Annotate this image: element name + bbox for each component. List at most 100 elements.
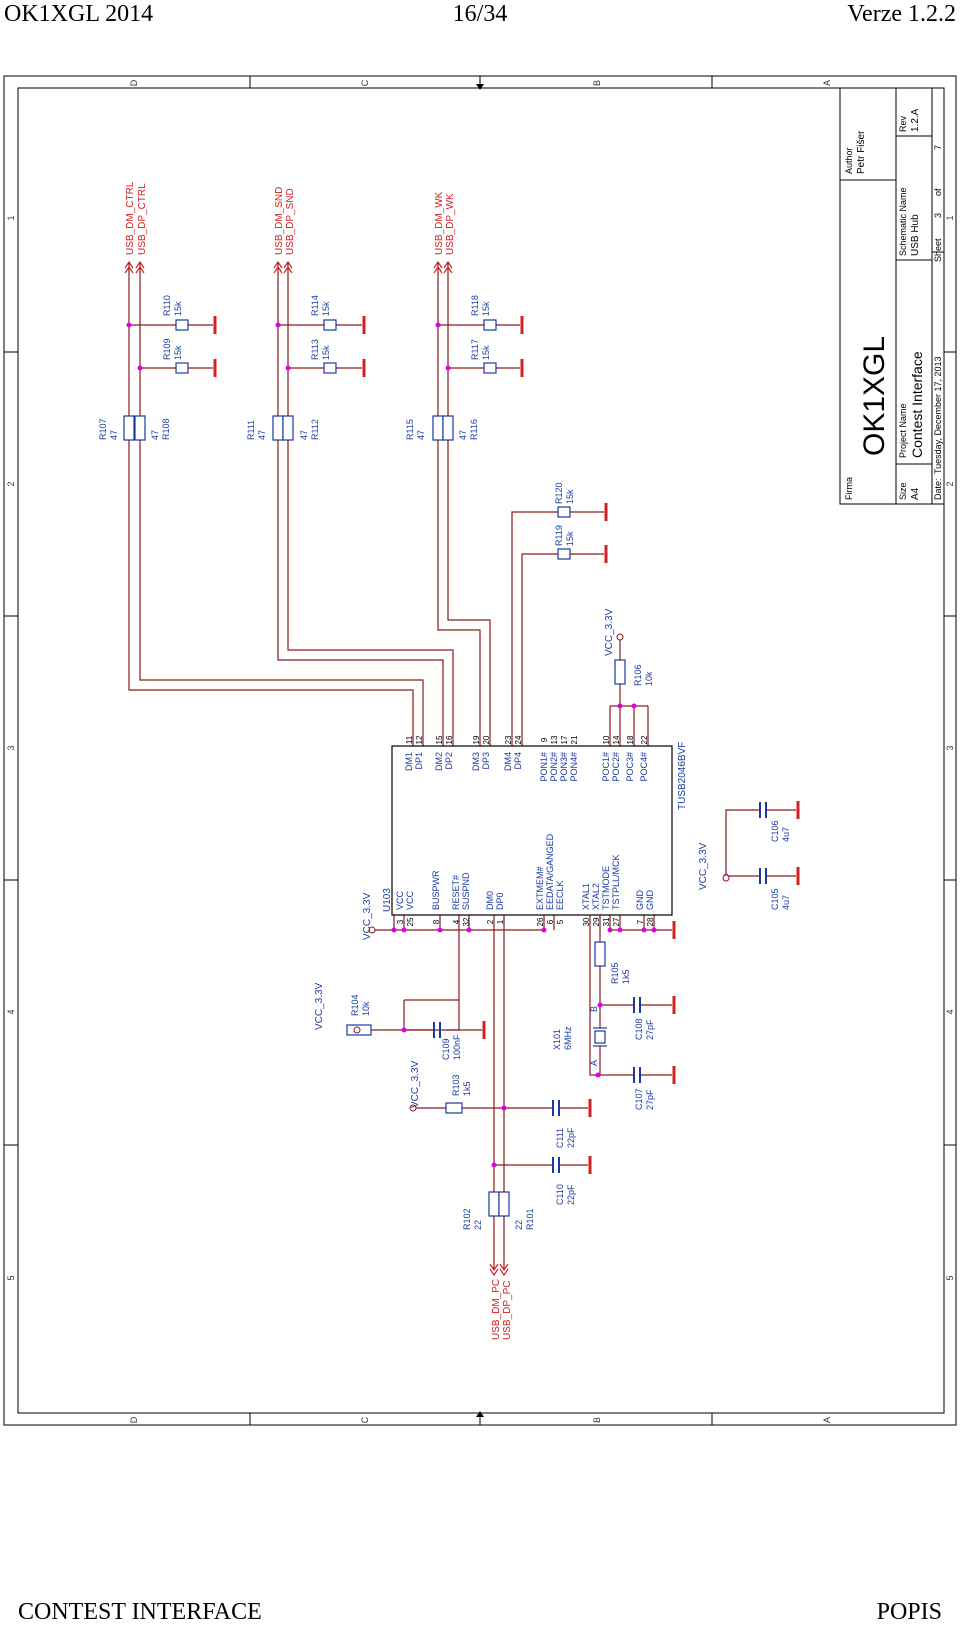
ic-pin-number: 1 — [496, 919, 505, 924]
r106-val: 10k — [644, 671, 654, 686]
zone-c-bottom: C — [360, 1416, 370, 1423]
ic-pin-name: PON4# — [569, 752, 579, 782]
net-arrows — [124, 260, 509, 1277]
x101-pin-a: A — [589, 1060, 599, 1066]
x101-ref: X101 — [552, 1029, 562, 1050]
ic-pin-number: 3 — [396, 919, 405, 924]
ic-pin-name: PON2# — [549, 752, 559, 782]
crystal-x101 — [593, 1027, 607, 1047]
resistors — [123, 319, 626, 1217]
vcc-label-ic: VCC_3.3V — [362, 892, 373, 940]
zone-b-top: B — [592, 80, 602, 86]
component-labels: R107 47 47 R108 R109 15k R110 15k R111 4… — [98, 295, 791, 1230]
r114-ref: R114 — [310, 295, 320, 316]
ic-right-pin-labels: DM111DP112DM215DP216DM319DP320DM423DP424… — [404, 735, 649, 782]
r105-ref: R105 — [610, 962, 620, 984]
ic-pin-number: 28 — [646, 917, 655, 926]
c108-ref: C108 — [634, 1018, 644, 1040]
r104-ref: R104 — [350, 994, 360, 1016]
ic-u103-body — [391, 745, 673, 916]
ic-pin-name: VCC — [395, 890, 405, 910]
tb-author-label: Author — [844, 147, 854, 174]
c107-val: 27pF — [645, 1089, 655, 1110]
r101-ref: R101 — [525, 1208, 535, 1230]
net-usb-dm-ctrl: USB_DM_CTRL — [125, 181, 136, 255]
r102-ref: R102 — [462, 1208, 472, 1230]
r117-val: 15k — [481, 345, 491, 360]
net-labels: USB_DM_CTRL USB_DP_CTRL USB_DM_SND USB_D… — [125, 181, 513, 1340]
ic-pin-number: 13 — [550, 735, 559, 744]
r103-ref: R103 — [451, 1074, 461, 1096]
tb-sheet-label: Sheet — [933, 238, 943, 262]
r115-ref: R115 — [405, 419, 415, 440]
ic-pin-number: 21 — [570, 735, 579, 744]
zone-3-right: 3 — [945, 745, 955, 750]
r118-val: 15k — [481, 301, 491, 316]
r108-val: 47 — [150, 430, 160, 440]
ic-pin-name: EXTMEM# — [535, 866, 545, 910]
ic-pin-name: GND — [645, 890, 655, 911]
c108-val: 27pF — [645, 1019, 655, 1040]
ic-pin-name: DM0 — [485, 891, 495, 910]
ic-pin-name: DP0 — [495, 892, 505, 910]
ic-pin-name: DP1 — [414, 752, 424, 770]
zone-b-bottom: B — [592, 1417, 602, 1423]
ic-part: TUSB2046BVF — [677, 742, 688, 810]
r119-val: 15k — [565, 531, 575, 546]
ic-pin-number: 2 — [486, 919, 495, 924]
ic-pin-number: 29 — [592, 917, 601, 926]
c105-val: 4u7 — [781, 895, 791, 910]
header-left: OK1XGL 2014 — [4, 1, 154, 27]
ic-pin-number: 19 — [472, 735, 481, 744]
zone-2-right: 2 — [945, 481, 955, 486]
r116-val: 47 — [458, 430, 468, 440]
net-usb-dp-snd: USB_DP_SND — [285, 188, 296, 255]
tb-company: OK1XGL — [858, 336, 891, 456]
ground-symbols — [213, 316, 800, 1174]
tb-project-label: Project Name — [898, 403, 908, 458]
zone-2-left: 2 — [6, 481, 16, 486]
ic-pin-name: POC4# — [639, 752, 649, 782]
r120-ref: R120 — [554, 482, 564, 504]
vcc-label-r104: VCC_3.3V — [314, 982, 325, 1030]
power-labels: VCC_3.3V VCC_3.3V VCC_3.3V VCC_3.3V VCC_… — [314, 608, 709, 1108]
r106-ref: R106 — [633, 664, 643, 686]
c110-ref: C110 — [555, 1184, 565, 1205]
c110-val: 22pF — [566, 1184, 576, 1205]
ic-pin-name: DM3 — [471, 752, 481, 771]
r116-ref: R116 — [469, 419, 479, 440]
net-usb-dm-snd: USB_DM_SND — [274, 187, 285, 255]
ic-pin-name: GND — [635, 890, 645, 911]
ic-pin-number: 22 — [640, 735, 649, 744]
vcc-label-caps: VCC_3.3V — [698, 842, 709, 890]
r107-val: 47 — [109, 430, 119, 440]
net-usb-dp-ctrl: USB_DP_CTRL — [137, 183, 148, 255]
ic-pin-number: 24 — [514, 735, 523, 744]
r115-val: 47 — [416, 430, 426, 440]
r113-ref: R113 — [310, 339, 320, 360]
vcc-label-r103: VCC_3.3V — [410, 1060, 421, 1108]
tb-size: A4 — [910, 487, 921, 500]
r120-val: 15k — [565, 489, 575, 504]
header-version: Verze 1.2.2 — [847, 1, 956, 27]
power-ports — [353, 633, 730, 1112]
ic-pin-name: PON1# — [539, 752, 549, 782]
ic-pin-name: VCC — [405, 890, 415, 910]
tb-rev-label: Rev — [898, 115, 908, 132]
footer-right: POPIS — [876, 1599, 942, 1625]
r101-val: 22 — [514, 1220, 524, 1230]
c106-val: 4u7 — [781, 827, 791, 842]
ic-pin-number: 10 — [602, 735, 611, 744]
tb-date-label: Date: — [933, 478, 943, 500]
ic-pin-name: EECLK — [555, 880, 565, 910]
title-block: Firma OK1XGL Author Petr Fišer Size A4 P… — [839, 87, 945, 505]
net-usb-dm-wk: USB_DM_WK — [434, 191, 445, 255]
r118-ref: R118 — [470, 295, 480, 316]
r109-ref: R109 — [162, 338, 172, 360]
c106-ref: C106 — [770, 820, 780, 842]
r110-val: 15k — [173, 301, 183, 316]
ic-pin-name: POC1# — [601, 752, 611, 782]
ic-ref: U103 — [382, 888, 393, 912]
zone-5-left: 5 — [6, 1275, 16, 1280]
ic-pin-name: POC3# — [625, 752, 635, 782]
